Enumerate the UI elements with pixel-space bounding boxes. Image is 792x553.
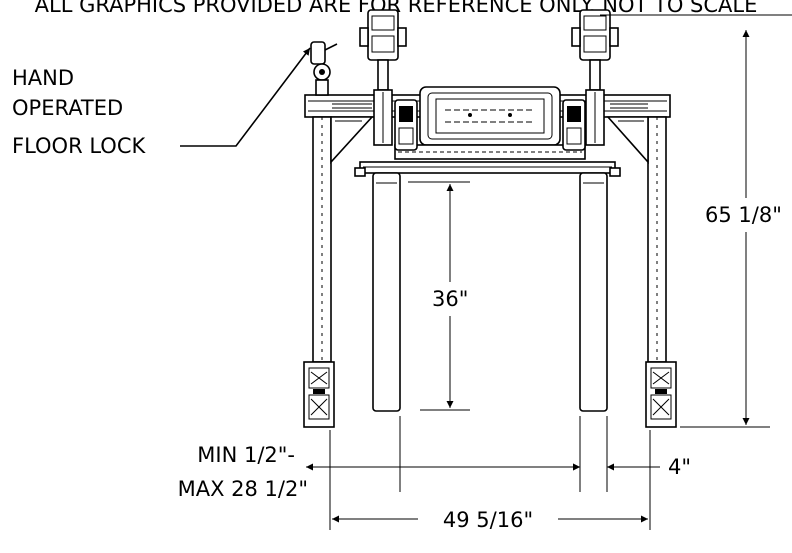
dim-overall-height: 65 1/8" bbox=[600, 14, 782, 428]
dim-fork-spread-min: MIN 1/2"- bbox=[197, 443, 295, 467]
dim-overall-height-label: 65 1/8" bbox=[705, 203, 782, 227]
carriage bbox=[394, 86, 586, 160]
floor-lock-device bbox=[310, 41, 338, 96]
right-mast-assembly bbox=[562, 9, 619, 151]
fork-carriage-bar bbox=[354, 161, 621, 177]
callout-leader bbox=[180, 47, 311, 147]
floor-lock-callout: HAND OPERATED FLOOR LOCK bbox=[12, 47, 311, 158]
dim-fork-width: 4" bbox=[542, 455, 691, 479]
dim-fork-spread: MIN 1/2"- MAX 28 1/2" bbox=[178, 416, 608, 501]
callout-line-2: OPERATED bbox=[12, 96, 123, 120]
dim-fork-length: 36" bbox=[408, 181, 470, 411]
dim-fork-spread-max: MAX 28 1/2" bbox=[178, 477, 308, 501]
dim-overall-width-label: 49 5/16" bbox=[443, 508, 533, 532]
callout-line-1: HAND bbox=[12, 66, 74, 90]
carriage-housing bbox=[419, 86, 561, 146]
dim-fork-length-label: 36" bbox=[432, 287, 468, 311]
left-fork bbox=[372, 172, 401, 412]
dim-overall-width: 49 5/16" bbox=[329, 430, 651, 532]
left-mast-assembly bbox=[359, 9, 418, 151]
right-fork bbox=[579, 172, 608, 412]
callout-line-3: FLOOR LOCK bbox=[12, 134, 146, 158]
header-note: ALL GRAPHICS PROVIDED ARE FOR REFERENCE … bbox=[35, 0, 758, 17]
dim-fork-width-label: 4" bbox=[668, 455, 691, 479]
